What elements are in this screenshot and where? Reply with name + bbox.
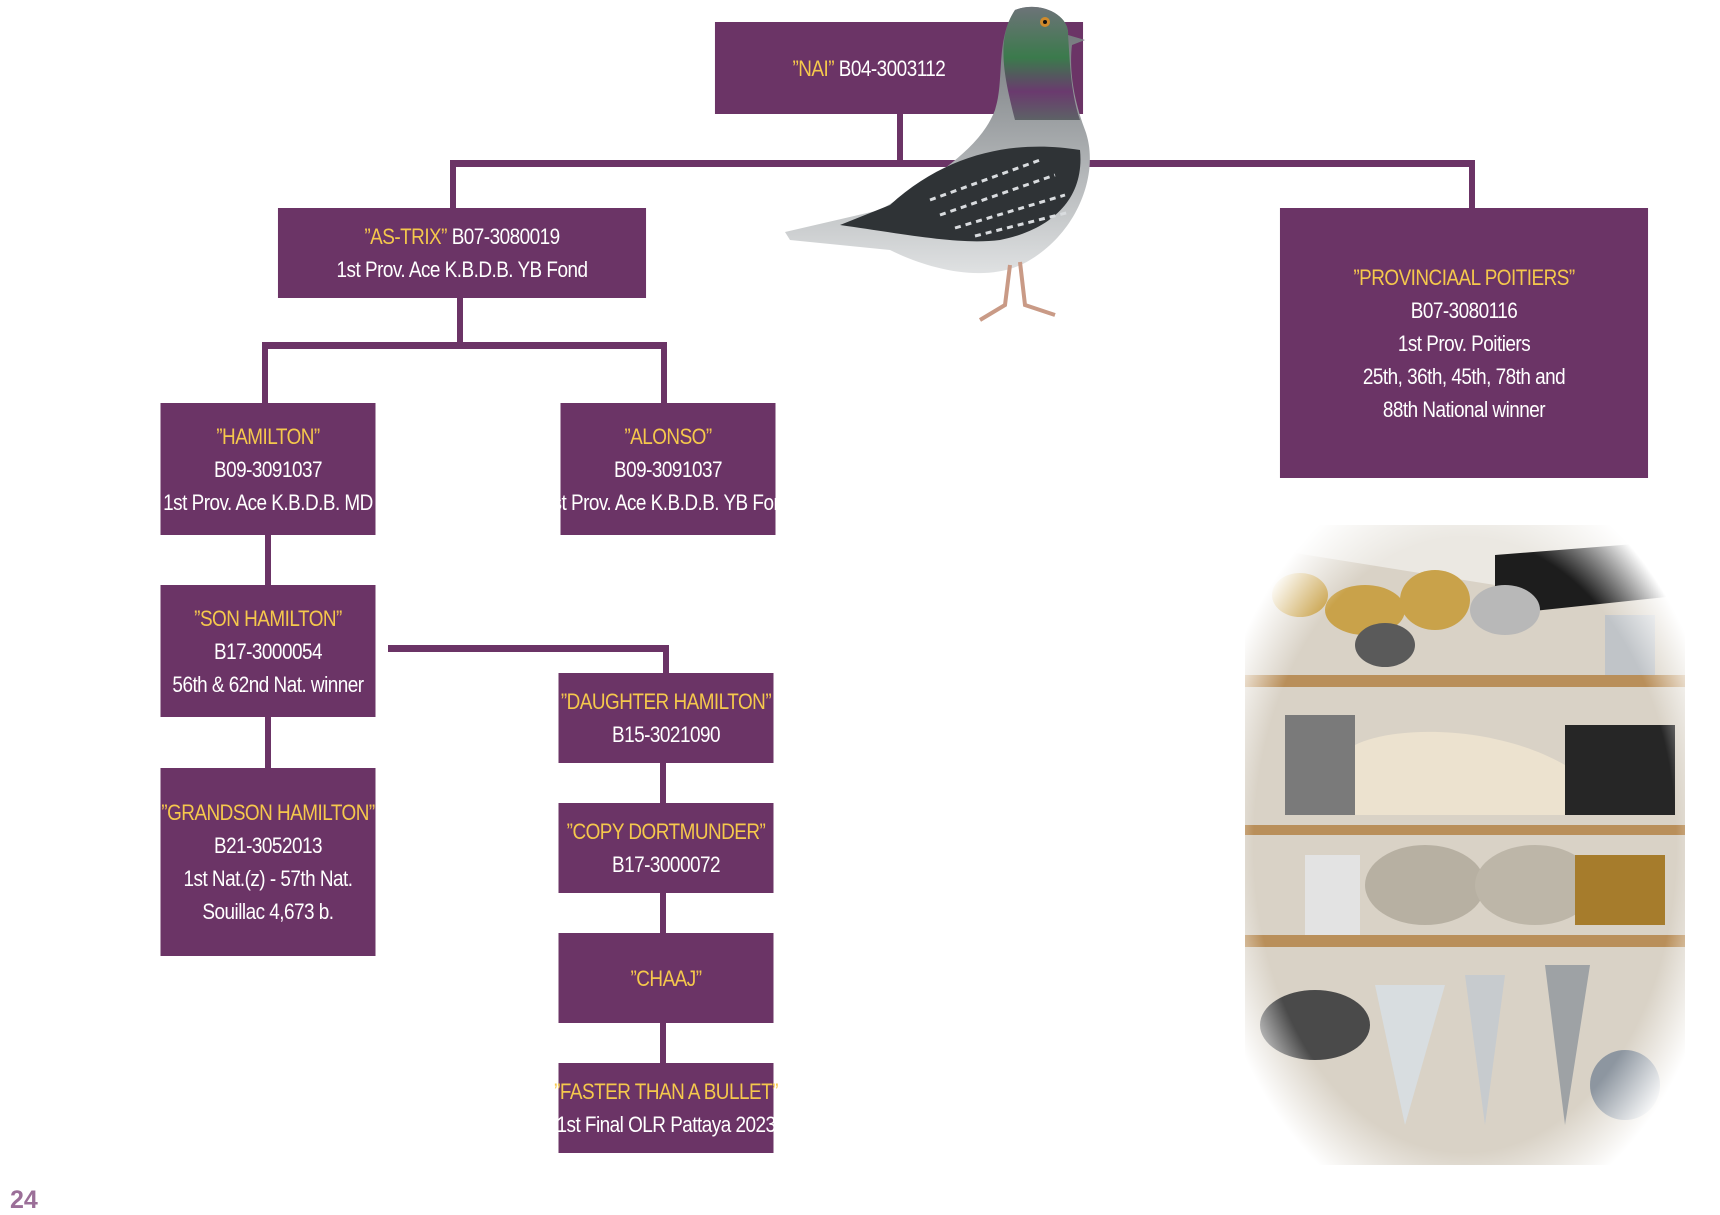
connector [262, 342, 667, 349]
achievement: 56th & 62nd Nat. winner [172, 671, 364, 697]
pedigree-box-hamilton: ”HAMILTON” B09-3091037 1st Prov. Ace K.B… [160, 403, 376, 535]
ring-number: B09-3091037 [214, 456, 322, 482]
ring-number: B04-3003112 [838, 55, 946, 81]
pedigree-box-grandson-hamilton: ”GRANDSON HAMILTON” B21-3052013 1st Nat.… [160, 768, 376, 956]
ring-number: B17-3000054 [214, 638, 322, 664]
pigeon-photo [785, 6, 1090, 322]
pigeon-name: ”ALONSO” [624, 423, 712, 449]
pigeon-name: ”GRANDSON HAMILTON” [161, 800, 375, 825]
achievement: 1st Prov. Ace K.B.D.B. MD [163, 489, 373, 515]
connector [450, 160, 456, 208]
pigeon-name: ”SON HAMILTON” [194, 605, 342, 631]
pedigree-box-as-trix: ”AS-TRIX” B07-3080019 1st Prov. Ace K.B.… [277, 208, 647, 298]
achievement: 88th National winner [1382, 396, 1546, 422]
pigeon-name: ”NAI” [792, 55, 835, 81]
achievement: 1st Nat.(z) - 57th Nat. [183, 866, 354, 891]
pedigree-box-copy-dortmunder: ”COPY DORTMUNDER” B17-3000072 [558, 803, 774, 893]
ring-number: B07-3080019 [451, 224, 560, 249]
achievement: Souillac 4,673 b. [202, 899, 334, 924]
ring-number: B21-3052013 [214, 833, 322, 858]
pigeon-name: ”COPY DORTMUNDER” [566, 819, 766, 844]
achievement: 1st Prov. Poitiers [1397, 330, 1531, 356]
ring-number: B07-3080116 [1410, 297, 1518, 323]
connector [262, 342, 268, 407]
connector [388, 645, 669, 652]
pigeon-name: ”AS-TRIX” [364, 224, 447, 249]
pedigree-box-son-hamilton: ”SON HAMILTON” B17-3000054 56th & 62nd N… [160, 585, 376, 717]
connector [663, 645, 669, 675]
connector [265, 535, 271, 585]
pedigree-box-faster-than-a-bullet: ”FASTER THAN A BULLET” 1st Final OLR Pat… [554, 1063, 778, 1153]
connector [1469, 160, 1475, 208]
pigeon-name: ”CHAAJ” [630, 965, 702, 991]
connector [660, 890, 666, 935]
pigeon-name: ”PROVINCIAAL POITIERS” [1353, 264, 1575, 290]
pigeon-name: ”FASTER THAN A BULLET” [554, 1079, 778, 1104]
achievement: 1st Final OLR Pattaya 2023 [556, 1112, 776, 1137]
connector [661, 342, 667, 407]
pigeon-name: ”DAUGHTER HAMILTON” [560, 689, 772, 714]
ring-number: B09-3091037 [614, 456, 722, 482]
ring-number: B17-3000072 [612, 852, 720, 877]
achievement: 25th, 36th, 45th, 78th and [1362, 363, 1566, 389]
connector [265, 715, 271, 770]
pigeon-name: ”HAMILTON” [216, 423, 320, 449]
achievement: 1st Prov. Ace K.B.D.B. YB Fond [542, 489, 794, 515]
pedigree-box-daughter-hamilton: ”DAUGHTER HAMILTON” B15-3021090 [558, 673, 774, 763]
page-number: 24 [10, 1186, 38, 1214]
pedigree-box-chaaj: ”CHAAJ” [558, 933, 774, 1023]
pedigree-box-provinciaal-poitiers: ”PROVINCIAAL POITIERS” B07-3080116 1st P… [1279, 208, 1649, 478]
connector [897, 112, 903, 162]
connector [660, 760, 666, 805]
pedigree-box-alonso: ”ALONSO” B09-3091037 1st Prov. Ace K.B.D… [543, 403, 794, 535]
achievement: 1st Prov. Ace K.B.D.B. YB Fond [336, 257, 588, 282]
ring-number: B15-3021090 [612, 722, 720, 747]
trophy-cabinet-photo [1245, 525, 1685, 1165]
connector [457, 295, 463, 345]
connector [660, 1020, 666, 1065]
